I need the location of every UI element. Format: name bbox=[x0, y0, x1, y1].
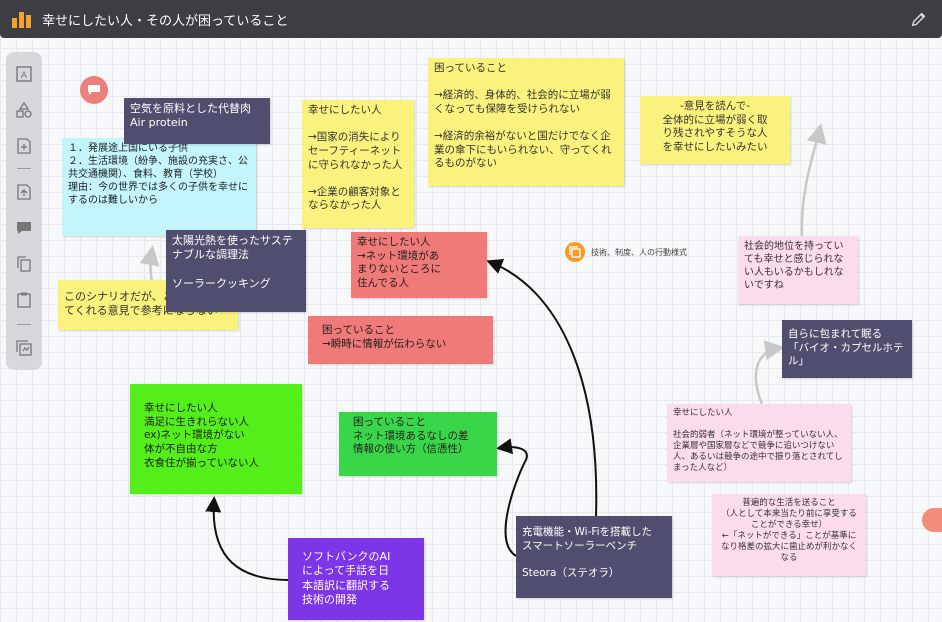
connector-scenario-to-children bbox=[139, 245, 160, 283]
tag-icon bbox=[565, 242, 585, 262]
sticky-note-happy-green[interactable]: 幸せにしたい人 満足に生きれらない人 ex)ネット環境がない 体が不自由な方 衣… bbox=[130, 384, 302, 494]
connector-social-to-opinion bbox=[800, 123, 827, 237]
connector-softbank-to-happy-green bbox=[205, 496, 291, 581]
sticky-note-bench[interactable]: 充電機能・Wi-Fiを搭載した スマートソーラーベンチ Steora（ステオラ） bbox=[516, 516, 672, 598]
sticky-note-happy-weak[interactable]: 幸せにしたい人 社会的弱者（ネット環境が整っていない人、企業層や国家層などで競争… bbox=[667, 404, 851, 482]
text-frame-icon[interactable]: A bbox=[12, 62, 36, 86]
sticky-note-happy-nation[interactable]: 幸せにしたい人 →国家の消失により セーフティーネット に守られなかった人 →企… bbox=[302, 100, 414, 228]
sticky-note-children[interactable]: １．発展途上国にいる子供 ２．生活環境（紛争、施設の充実さ、公共交通機関）、食料… bbox=[62, 138, 256, 236]
board-icon bbox=[12, 10, 34, 28]
svg-text:A: A bbox=[21, 71, 28, 81]
offscreen-comment-icon[interactable] bbox=[922, 508, 942, 532]
tag-label: 技術、制度、人の行動様式 bbox=[591, 247, 687, 257]
sticky-note-happy-net[interactable]: 幸せにしたい人 →ネット環境があ まりないところに 住んでる人 bbox=[351, 232, 487, 298]
template-icon[interactable] bbox=[12, 336, 36, 360]
sticky-note-bio-capsule[interactable]: 自らに包まれて眠る 「バイオ・カプセルホテル」 bbox=[782, 320, 912, 378]
copy-icon[interactable] bbox=[12, 252, 36, 276]
comment-icon[interactable] bbox=[12, 216, 36, 240]
sticky-note-trouble-info[interactable]: 困っていること →瞬時に情報が伝わらない bbox=[308, 316, 493, 364]
sticky-note-trouble-econ[interactable]: 困っていること →経済的、身体的、社会的に立場が弱くなっても保障を受けられない … bbox=[428, 58, 624, 186]
comment-bubble-icon[interactable] bbox=[80, 76, 108, 104]
sticky-note-solar-cooking[interactable]: 太陽光熱を使ったサステナブルな調理法 ソーラークッキング bbox=[166, 230, 306, 312]
sticky-note-opinion[interactable]: -意見を読んで- 全体的に立場が弱く取 り残されやすそうな人 を幸せにしたいみた… bbox=[640, 96, 790, 164]
upload-icon[interactable] bbox=[12, 180, 36, 204]
tag-marker[interactable]: 技術、制度、人の行動様式 bbox=[565, 242, 687, 262]
connector-bench-to-happy-net bbox=[486, 259, 598, 517]
left-toolbar: A bbox=[6, 52, 42, 370]
top-bar: 幸せにしたい人・その人が困っていること bbox=[0, 0, 942, 38]
board-title[interactable]: 幸せにしたい人・その人が困っていること bbox=[42, 13, 289, 29]
sticky-add-icon[interactable] bbox=[12, 134, 36, 158]
connector-bench-to-trouble-green bbox=[496, 438, 528, 557]
sticky-note-softbank[interactable]: ソフトバンクのAI によって手話を日 本語訳に翻訳する 技術の開発 bbox=[288, 538, 424, 620]
connector-weak-to-bio bbox=[754, 340, 785, 405]
sticky-note-normal-life[interactable]: 普遍的な生活を送ること （人として本来当たり前に享受することができる幸せ） ←「… bbox=[712, 494, 866, 576]
sticky-note-air-protein[interactable]: 空気を原料とした代替肉 Air protein bbox=[124, 98, 270, 144]
shapes-icon[interactable] bbox=[12, 98, 36, 122]
sticky-note-social-status[interactable]: 社会的地位を持っていても幸せと感じられない人もいるかもしれないですね bbox=[738, 236, 858, 304]
clipboard-icon[interactable] bbox=[12, 288, 36, 312]
pencil-icon[interactable] bbox=[910, 10, 928, 28]
sticky-note-trouble-green[interactable]: 困っていること ネット環境あるなしの差 情報の使い方（信憑性） bbox=[339, 412, 497, 476]
